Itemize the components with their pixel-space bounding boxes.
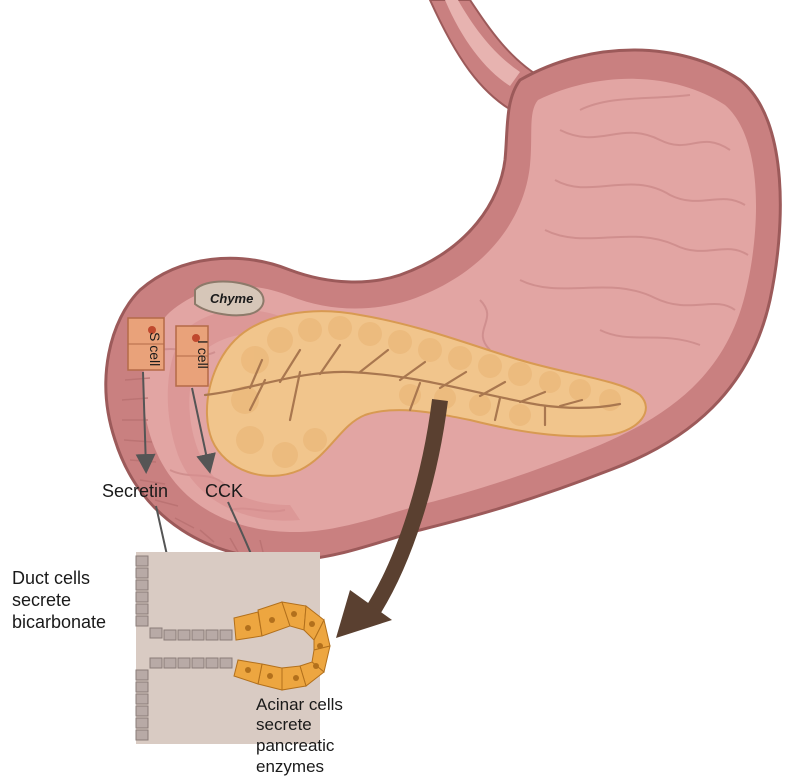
duct-caption-line3: bicarbonate bbox=[12, 612, 106, 632]
acinar-caption-line1: Acinar cells bbox=[256, 695, 343, 714]
cck-label: CCK bbox=[205, 481, 243, 501]
s-cell: S cell bbox=[128, 318, 164, 370]
duct-caption-line1: Duct cells bbox=[12, 568, 90, 588]
secretin-label: Secretin bbox=[102, 481, 168, 501]
duct-cells-caption: Duct cells secrete bicarbonate bbox=[12, 568, 106, 632]
acinar-caption-line3: pancreatic bbox=[256, 736, 335, 755]
duct-caption-line2: secrete bbox=[12, 590, 71, 610]
acinar-caption-line2: secrete bbox=[256, 715, 312, 734]
chyme: Chyme bbox=[195, 282, 264, 316]
i-cell-label: I cell bbox=[195, 340, 211, 369]
stomach bbox=[106, 0, 780, 560]
chyme-label: Chyme bbox=[210, 291, 253, 306]
acinar-cells-caption: Acinar cells secrete pancreatic enzymes bbox=[256, 695, 343, 776]
i-cell: I cell bbox=[176, 326, 211, 386]
acinar-caption-line4: enzymes bbox=[256, 757, 324, 776]
s-cell-label: S cell bbox=[147, 332, 163, 366]
